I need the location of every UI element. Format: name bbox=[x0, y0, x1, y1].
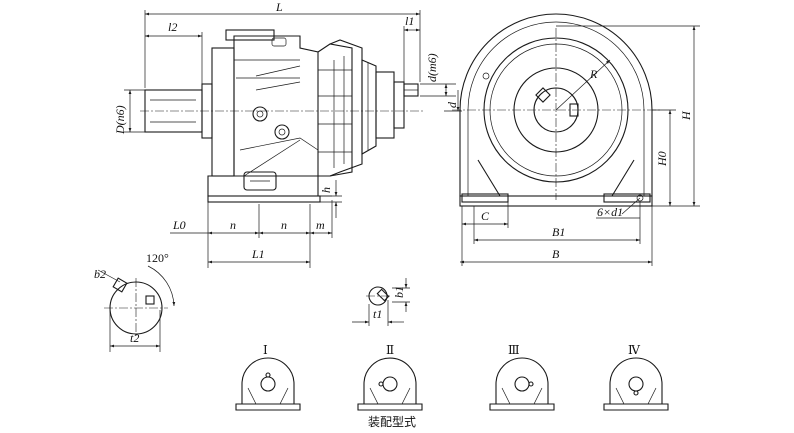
dim-D-n6: D(n6) bbox=[113, 105, 127, 135]
position-label-1: Ⅰ bbox=[263, 343, 268, 357]
position-label-3: Ⅲ bbox=[508, 343, 520, 357]
base bbox=[207, 171, 332, 203]
dim-d-m6: d(m6) bbox=[425, 53, 439, 82]
dim-C: C bbox=[481, 209, 490, 223]
dim-l1: l1 bbox=[405, 14, 414, 28]
dim-n-left: n bbox=[230, 218, 236, 232]
dim-m: m bbox=[316, 218, 325, 232]
dim-l2: l2 bbox=[168, 20, 177, 34]
mounting-position-4: Ⅳ bbox=[603, 343, 669, 411]
position-label-4: Ⅳ bbox=[628, 343, 641, 357]
dim-bolt: 6×d1 bbox=[597, 205, 623, 219]
position-label-2: Ⅱ bbox=[386, 343, 394, 357]
dim-L: L bbox=[275, 0, 283, 14]
dim-t2: t2 bbox=[130, 331, 139, 345]
dim-b2: b2 bbox=[94, 267, 106, 281]
dim-H0: H0 bbox=[655, 151, 669, 167]
input-end bbox=[375, 71, 419, 139]
dim-L0: L0 bbox=[172, 218, 186, 232]
dim-L1: L1 bbox=[251, 247, 265, 261]
mounting-position-3: Ⅲ bbox=[489, 343, 555, 411]
mounting-position-2: Ⅱ bbox=[357, 343, 423, 411]
dim-t1: t1 bbox=[373, 307, 382, 321]
front-view: R H H0 C 6×d1 B1 B bbox=[452, 13, 700, 266]
dim-angle: 120° bbox=[146, 251, 169, 265]
dim-h: h bbox=[319, 187, 333, 193]
dim-B1: B1 bbox=[552, 225, 565, 239]
mounting-positions: Ⅰ Ⅱ Ⅲ Ⅳ bbox=[235, 343, 669, 429]
dim-B: B bbox=[552, 247, 560, 261]
output-key-section: 120° b2 t2 bbox=[94, 251, 176, 352]
mounting-caption: 装配型式 bbox=[368, 415, 416, 429]
mounting-position-1: Ⅰ bbox=[235, 343, 301, 411]
dim-n-right: n bbox=[281, 218, 287, 232]
housing bbox=[211, 29, 319, 177]
input-key-section: b1 t1 bbox=[352, 278, 410, 326]
side-view: L l2 l1 d(m6) d D(n6) h bbox=[113, 0, 462, 268]
dim-R: R bbox=[589, 67, 598, 81]
cooling-fins bbox=[317, 39, 377, 177]
dim-d: d bbox=[445, 101, 459, 108]
dim-b1: b1 bbox=[392, 286, 406, 298]
dim-H: H bbox=[679, 110, 693, 121]
